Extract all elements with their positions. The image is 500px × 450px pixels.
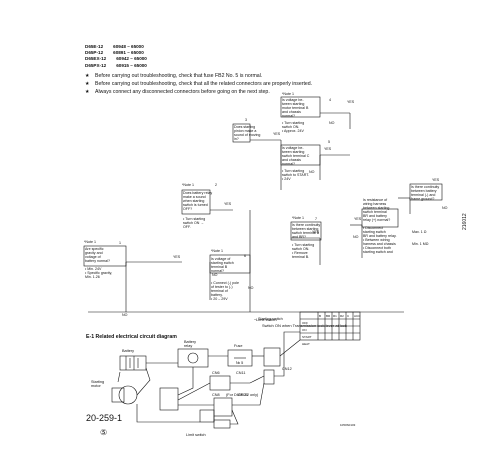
step-number: 4 (329, 98, 331, 102)
yes-label: YES (312, 230, 320, 234)
pin-note: (For D65P-12 only) (226, 393, 259, 397)
yes-label: YES (324, 147, 332, 151)
question-switch-b-sub: • Connect (-) pole of tester to (-) term… (211, 281, 240, 301)
switch-table-head: ACC (354, 314, 361, 318)
note-label: *Note 1 (292, 216, 304, 220)
step-number: 1 (119, 241, 121, 245)
precaution-item: Before carrying out troubleshooting, che… (85, 72, 312, 80)
figure-code: 1050S0103 (340, 423, 356, 427)
question-battery: Are specific gravity and voltage of batt… (85, 247, 110, 263)
question-continuity-br-sub: • Turn starting switch ON. • Remove term… (292, 243, 315, 259)
starting-switch-label: Starting switch (258, 317, 283, 321)
question-battery-sub: • Min. 24V • Specific gravity, Min. 1.26 (85, 267, 113, 279)
switch-table-row: OFF (302, 321, 308, 325)
question-switch-c: Is voltage be- tween starting switch ter… (282, 146, 310, 166)
connector-label: CN6 (212, 371, 220, 375)
connector-label: CN11 (236, 371, 245, 375)
no-label: NO (329, 121, 335, 125)
question-harness-sub: • Disconnect starting switch BR and batt… (363, 226, 398, 254)
question-continuity-br: Is there continuity between starting swi… (292, 223, 321, 239)
question-harness-resistance: Is resistance of wiring harness between … (363, 198, 390, 222)
harness-resistance-values: Max. 1 Ω Min. 1 MΩ (412, 230, 429, 246)
no-label: NO (248, 286, 254, 290)
fuse-number: № 5 (236, 361, 243, 365)
yes-label: YES (173, 255, 181, 259)
question-switch-b: Is voltage of starting switch terminal B… (211, 257, 235, 273)
precaution-item: Before carrying out troubleshooting, che… (85, 80, 312, 88)
yes-label: YES (354, 217, 362, 221)
no-label: NO (309, 170, 315, 174)
switch-table-head: C (347, 314, 350, 318)
note-label: *Note 1 (211, 249, 223, 253)
precaution-item: Always connect any disconnected connecto… (85, 88, 312, 96)
note-label: *Note 1 (182, 183, 194, 187)
question-relay-sound: Does battery relay make a sound when sta… (183, 191, 213, 211)
question-motor-sub: • Turn starting switch ON. • Approx. 24V (282, 121, 305, 133)
cause-dash: − (254, 317, 257, 322)
connector-label: CN25 (238, 393, 248, 397)
cause-limit-switch: Limit switch Switch ON when Transmission… (256, 317, 347, 328)
switch-table-head: B (319, 314, 321, 318)
no-label: NO (353, 235, 359, 239)
page-symbol: ⑤ (100, 428, 108, 437)
connector-label: CN8 (212, 393, 220, 397)
fuse-label: Fuse (234, 344, 242, 348)
section-title: E-1 Related electrical circuit diagram (86, 334, 177, 340)
question-frame-ground: Is there continuity between battery term… (411, 185, 440, 201)
step-number: 5 (328, 140, 330, 144)
step-number: 6 (244, 254, 246, 258)
question-pinion: Does starting pinion make a sound of mov… (234, 125, 261, 141)
note-label: *Note 1 (282, 92, 294, 96)
precaution-list: Before carrying out troubleshooting, che… (85, 72, 312, 96)
starting-motor-label: Starting motor (91, 380, 105, 388)
switch-table-head: R1 (333, 314, 337, 318)
no-label: NO (122, 313, 128, 317)
battery-relay-label: Battery relay (184, 340, 197, 348)
switch-table-row: START (302, 335, 312, 339)
yes-label: YES (224, 202, 232, 206)
switch-table-row: ON (302, 328, 307, 332)
connector-label: CN12 (282, 367, 292, 371)
question-relay-sub: • Turn starting switch ON → OFF. (183, 217, 206, 229)
switch-table-head: R2 (340, 314, 344, 318)
note-label: *Note 1 (84, 240, 96, 244)
yes-label: YES (432, 178, 440, 182)
circuit-diagram (111, 311, 361, 429)
step-number: 7 (315, 217, 317, 221)
page-number: 20-259-1 (86, 413, 123, 423)
switch-table-head: BR (326, 314, 331, 318)
step-number: 2 (215, 183, 217, 187)
question-switch-c-sub: • Turn starting switch to START. • 24V (282, 169, 310, 181)
switch-table-row: HEAT (302, 342, 310, 346)
yes-label: YES (347, 100, 355, 104)
step-number: 3 (245, 118, 247, 122)
battery-label: Battery (122, 349, 134, 353)
no-label: NO (212, 273, 218, 277)
vertical-code: 216012 (462, 213, 468, 230)
question-motor-voltage: Is voltage be- tween starting motor term… (282, 98, 309, 118)
no-label: NO (442, 206, 448, 210)
yes-label: YES (273, 132, 281, 136)
limit-switch-label: Limit switch (186, 433, 206, 437)
